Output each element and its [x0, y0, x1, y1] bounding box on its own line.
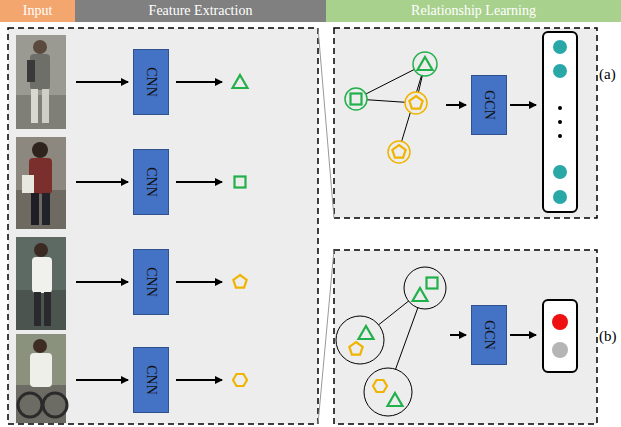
graph-panel-a: [334, 28, 597, 218]
feature-symbol: [233, 275, 246, 288]
feature-vector: [543, 32, 577, 212]
box-label: GCN: [482, 320, 496, 350]
stage-band: Relationship Learning: [326, 0, 621, 22]
feature-panel: [8, 28, 318, 424]
stage-band: Feature Extraction: [75, 0, 326, 22]
feature-symbol: [233, 374, 247, 386]
stage-band: Input: [0, 0, 75, 22]
zoom-line: [318, 28, 334, 218]
panel-label: (a): [599, 67, 616, 82]
feature-symbol: [235, 177, 246, 188]
person-image: [16, 137, 66, 229]
pair-graph: [336, 267, 446, 416]
binary-output: [543, 300, 577, 372]
box-label: CNN: [144, 267, 158, 297]
gcn-box: GCN: [471, 305, 507, 365]
cnn-box: CNN: [133, 149, 169, 215]
box-label: CNN: [144, 67, 158, 97]
panel-label: (b): [599, 329, 617, 344]
zoom-line: [318, 250, 334, 424]
feature-graph: [345, 52, 437, 163]
person-image: [16, 35, 66, 129]
box-label: Relationship Learning: [411, 4, 536, 18]
person-image: [16, 334, 67, 423]
box-label: Feature Extraction: [149, 4, 253, 18]
box-label: Input: [23, 4, 53, 18]
box-label: GCN: [482, 90, 496, 120]
person-image: [16, 237, 66, 330]
graph-panel-b: [334, 250, 597, 424]
feature-symbol: [233, 75, 248, 88]
box-label: CNN: [144, 167, 158, 197]
cnn-box: CNN: [133, 49, 169, 115]
cnn-box: CNN: [133, 249, 169, 315]
flow-arrow: [76, 82, 536, 380]
gcn-box: GCN: [471, 75, 507, 135]
cnn-box: CNN: [133, 347, 169, 413]
box-label: CNN: [144, 365, 158, 395]
